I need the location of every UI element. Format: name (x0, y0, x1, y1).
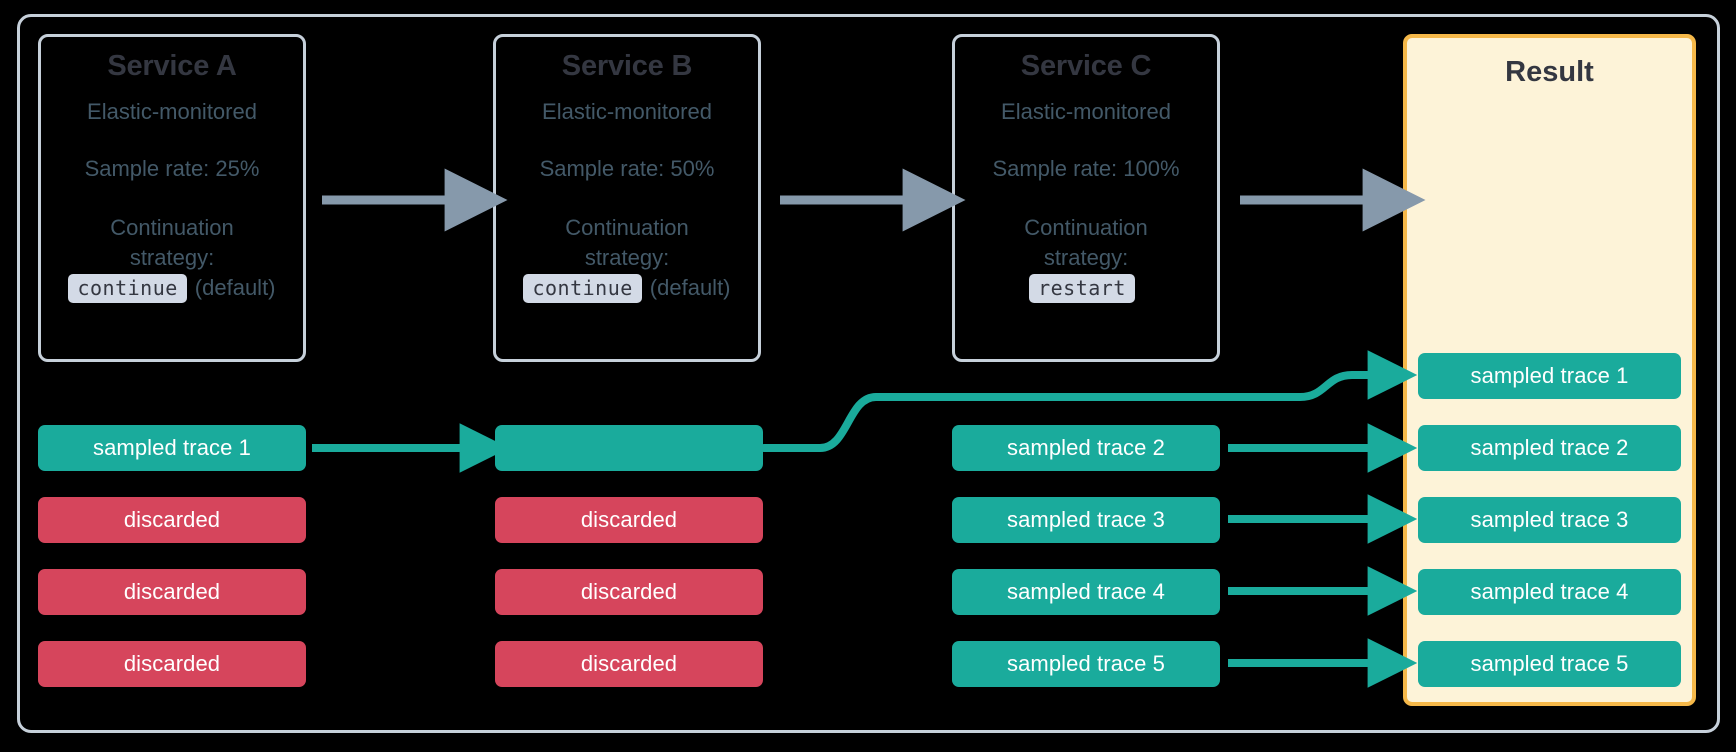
service-b-strategy-label: Continuation strategy: (496, 213, 758, 271)
service-a-strategy-value: continue (68, 273, 187, 303)
service-b-title: Service B (561, 50, 693, 82)
service-c-subtitle: Elastic-monitored (1001, 98, 1171, 124)
service-b-subtitle: Elastic-monitored (542, 98, 712, 124)
service-c-strategy-row: restart (955, 273, 1217, 303)
service-card-b: Service B Elastic-monitored Sample rate:… (493, 34, 761, 362)
service-b-strategy-line1: Continuation (565, 215, 689, 241)
service-a-sample-rate: Sample rate: 25% (84, 156, 260, 182)
service-b-strategy-note: (default) (649, 275, 731, 301)
service-c-sample-rate: Sample rate: 100% (992, 156, 1180, 182)
trace-pill-a-3: discarded (38, 569, 306, 615)
service-card-a: Service A Elastic-monitored Sample rate:… (38, 34, 306, 362)
service-b-strategy-line2: strategy: (584, 244, 670, 270)
service-a-strategy-line2: strategy: (129, 244, 215, 270)
trace-pill-c-4: sampled trace 5 (952, 641, 1220, 687)
service-b-strategy-value: continue (523, 273, 642, 303)
trace-pill-a-2: discarded (38, 497, 306, 543)
trace-pill-c-1: sampled trace 2 (952, 425, 1220, 471)
service-a-strategy-label: Continuation strategy: (41, 213, 303, 271)
service-c-strategy-value: restart (1029, 273, 1135, 303)
trace-pill-b-1 (495, 425, 763, 471)
result-trace-pill-4: sampled trace 4 (1418, 569, 1681, 615)
service-a-strategy-note: (default) (194, 275, 276, 301)
service-c-strategy-line1: Continuation (1024, 215, 1148, 241)
result-trace-pill-3: sampled trace 3 (1418, 497, 1681, 543)
result-title: Result (1505, 56, 1594, 88)
service-c-strategy-line2: strategy: (1043, 244, 1129, 270)
trace-pill-a-4: discarded (38, 641, 306, 687)
service-b-sample-rate: Sample rate: 50% (539, 156, 715, 182)
result-trace-pill-2: sampled trace 2 (1418, 425, 1681, 471)
trace-pill-c-3: sampled trace 4 (952, 569, 1220, 615)
trace-pill-b-3: discarded (495, 569, 763, 615)
service-a-strategy-line1: Continuation (110, 215, 234, 241)
result-trace-pill-5: sampled trace 5 (1418, 641, 1681, 687)
service-a-subtitle: Elastic-monitored (87, 98, 257, 124)
service-a-title: Service A (107, 50, 237, 82)
trace-pill-b-4: discarded (495, 641, 763, 687)
result-trace-pill-1: sampled trace 1 (1418, 353, 1681, 399)
service-card-c: Service C Elastic-monitored Sample rate:… (952, 34, 1220, 362)
service-c-strategy-label: Continuation strategy: (955, 213, 1217, 271)
trace-pill-a-1: sampled trace 1 (38, 425, 306, 471)
service-b-strategy-row: continue (default) (496, 273, 758, 303)
service-c-title: Service C (1020, 50, 1152, 82)
trace-pill-c-2: sampled trace 3 (952, 497, 1220, 543)
trace-pill-b-2: discarded (495, 497, 763, 543)
service-a-strategy-row: continue (default) (41, 273, 303, 303)
diagram-outer-frame (17, 14, 1720, 733)
